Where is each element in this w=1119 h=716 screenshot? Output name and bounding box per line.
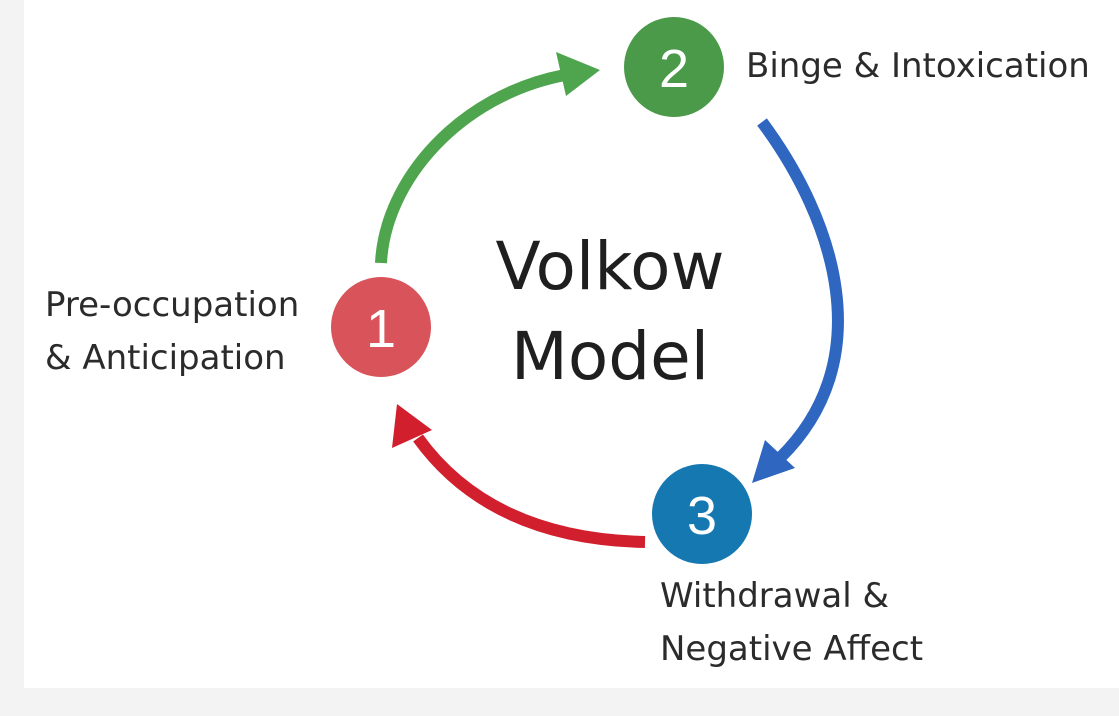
stage-2-circle <box>624 17 724 117</box>
arrow-3-to-1 <box>392 404 646 548</box>
arrow-1-to-2-head <box>556 52 600 96</box>
arrow-3-to-1-head <box>392 404 432 448</box>
arrow-1-to-2-shaft <box>375 69 567 264</box>
arrow-3-to-1-shaft <box>413 434 646 548</box>
stage-3-label-line-2: Negative Affect <box>660 629 924 669</box>
diagram-title: Volkow Model <box>440 222 780 402</box>
stage-1-badge: 1 <box>331 277 431 377</box>
title-line-2: Model <box>510 318 710 395</box>
stage-1-label-line-2: & Anticipation <box>45 338 286 378</box>
arrow-2-to-3-shaft <box>757 118 844 463</box>
stage-2-label: Binge & Intoxication <box>746 40 1090 93</box>
arrow-2-to-3 <box>752 118 844 483</box>
stage-1-label: Pre-occupation & Anticipation <box>45 279 299 385</box>
arrow-2-to-3-head <box>752 440 795 483</box>
stage-1-circle <box>331 277 431 377</box>
diagram-card <box>24 0 1119 688</box>
stage-3-label: Withdrawal & Negative Affect <box>660 570 923 676</box>
stage-3-label-line-1: Withdrawal & <box>660 576 890 616</box>
stage-2-number: 2 <box>659 39 689 99</box>
stage-3-badge: 3 <box>652 464 752 564</box>
stage-2-label-line-1: Binge & Intoxication <box>746 46 1090 86</box>
stage-1-label-line-1: Pre-occupation <box>45 285 300 325</box>
title-line-1: Volkow <box>495 228 725 305</box>
stage-1-number: 1 <box>366 299 396 359</box>
stage-3-number: 3 <box>687 486 717 546</box>
stage-2-badge: 2 <box>624 17 724 117</box>
arrow-1-to-2 <box>375 52 600 264</box>
stage-3-circle <box>652 464 752 564</box>
